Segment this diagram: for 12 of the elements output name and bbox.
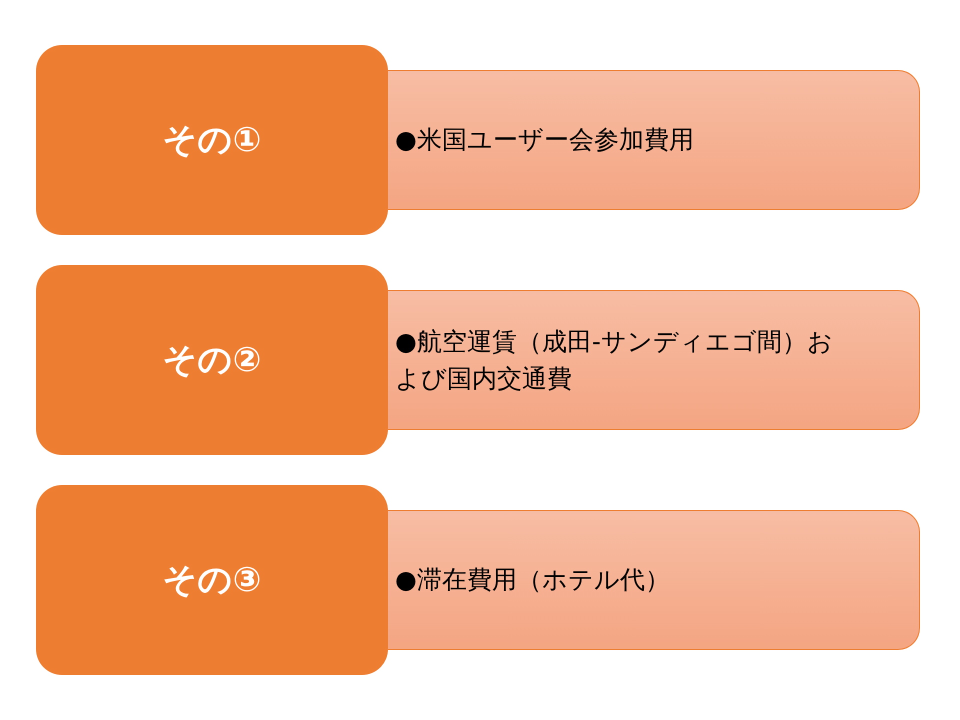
- heading-box: [36, 45, 388, 235]
- item-box: [388, 70, 920, 210]
- item-text: ●滞在費用（ホテル代）: [395, 564, 670, 596]
- heading-text: その③: [162, 559, 262, 602]
- item-box: [388, 290, 920, 430]
- heading-box: [36, 485, 388, 675]
- item-box: [388, 510, 920, 650]
- heading-text: その①: [162, 119, 262, 162]
- item-text: ●米国ユーザー会参加費用: [395, 124, 694, 156]
- item-text: ●航空運賃（成田-サンディエゴ間）および国内交通費: [395, 326, 834, 395]
- heading-text: その②: [162, 339, 262, 382]
- heading-box: [36, 265, 388, 455]
